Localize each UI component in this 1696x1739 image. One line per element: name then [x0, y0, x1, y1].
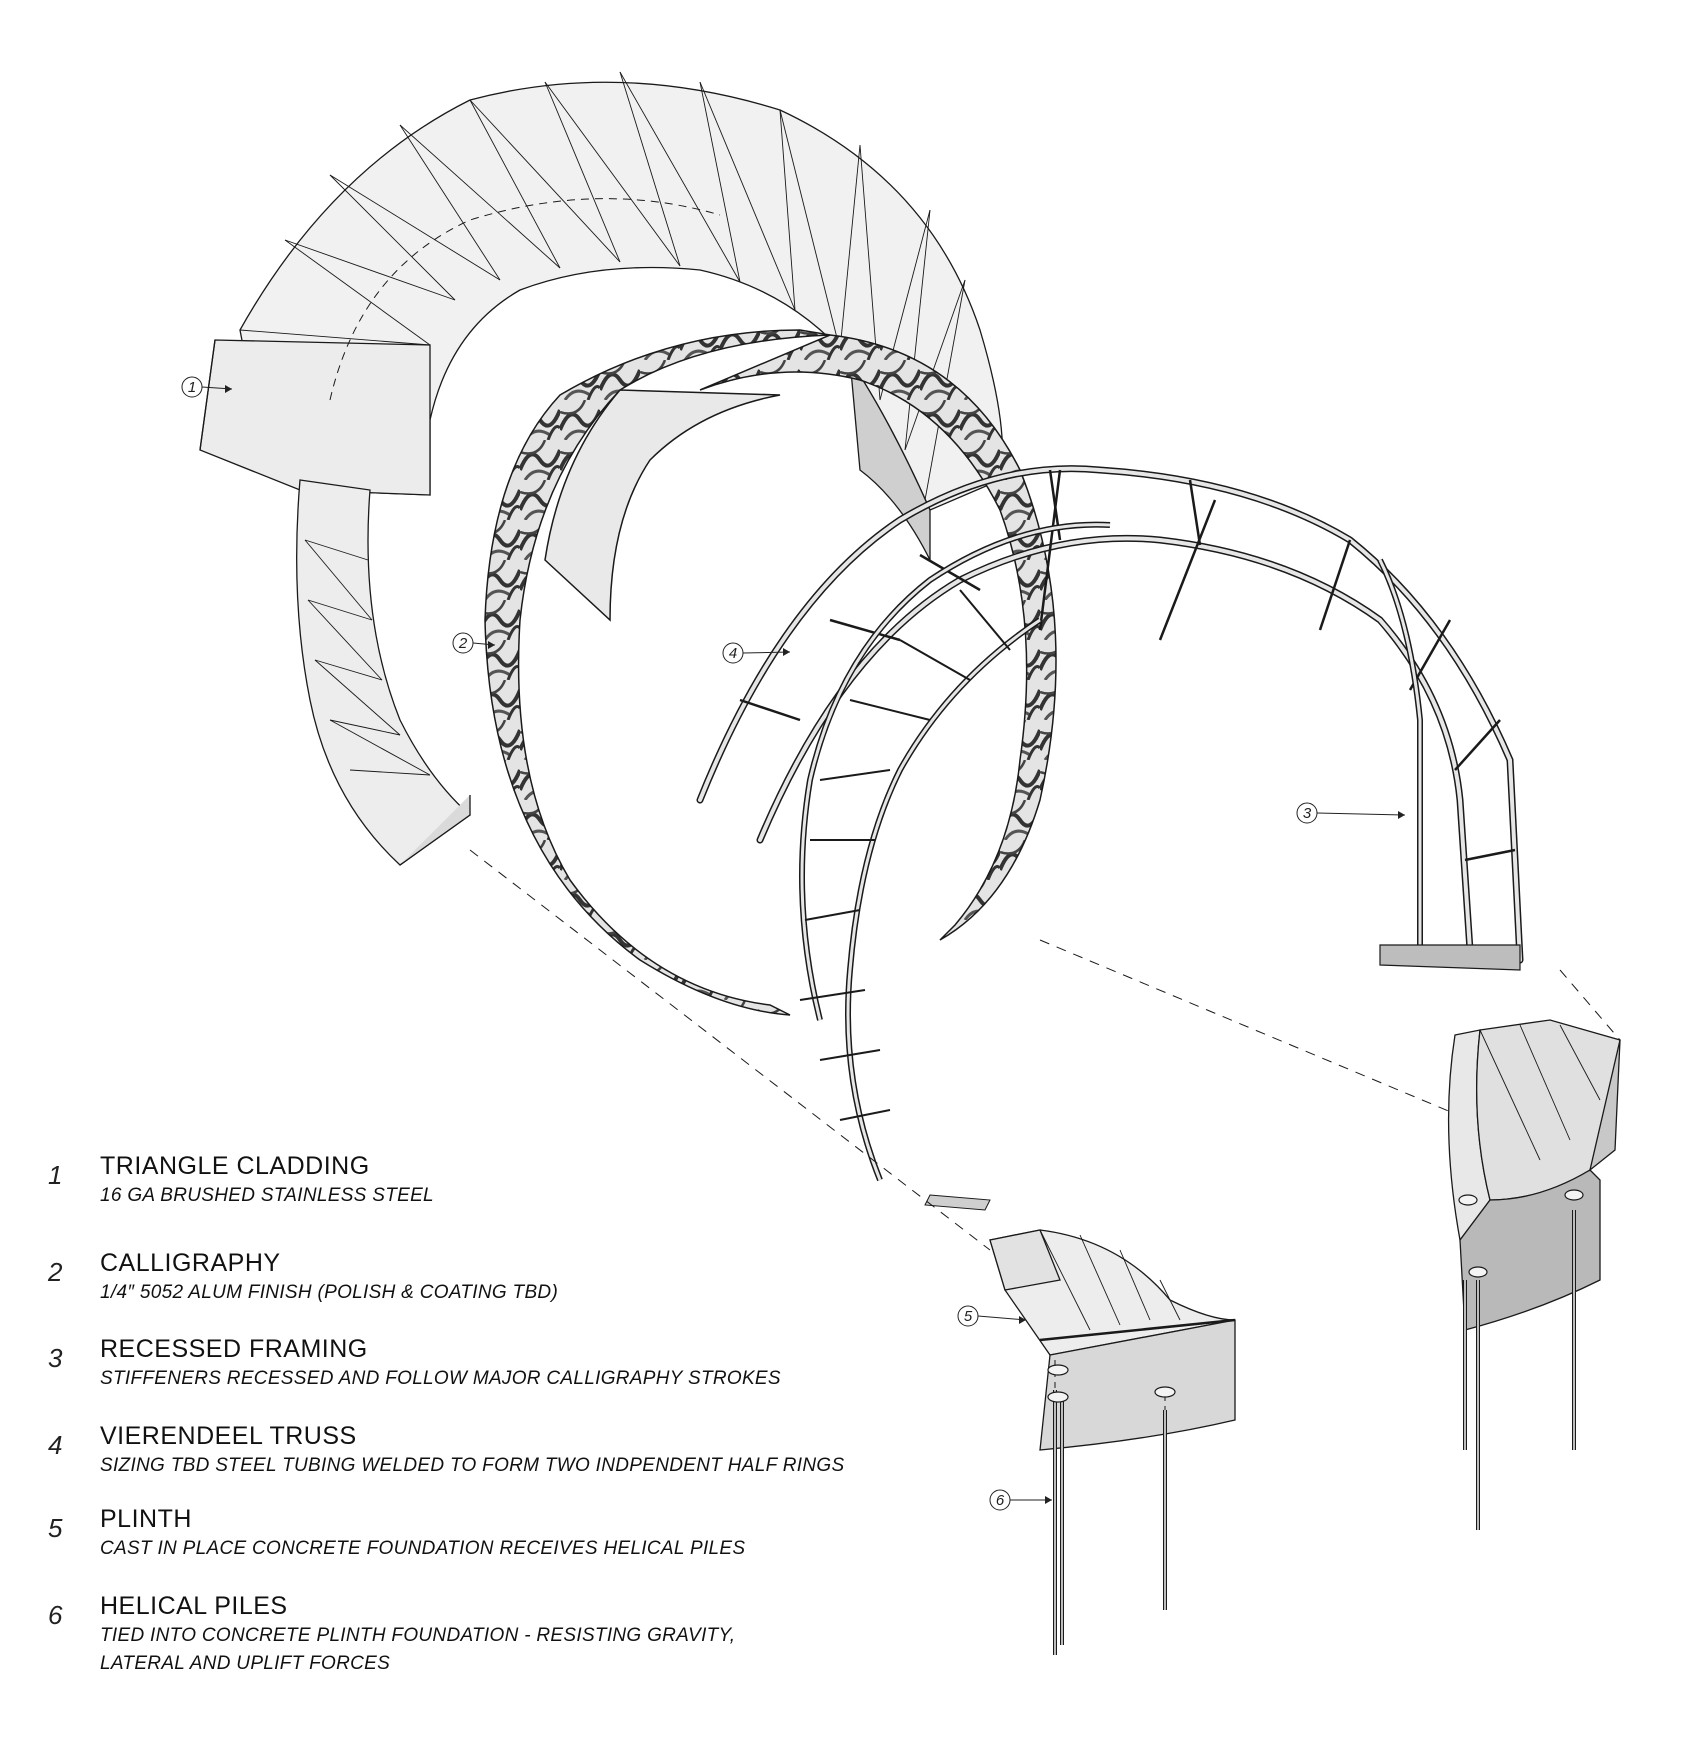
legend-title: TRIANGLE CLADDING — [100, 1152, 370, 1180]
svg-text:2: 2 — [458, 635, 468, 652]
legend-number: 3 — [48, 1343, 63, 1373]
vierendeel-truss-frame — [696, 465, 1524, 1211]
legend-number: 6 — [48, 1600, 63, 1630]
legend-number: 2 — [48, 1257, 63, 1287]
svg-text:1: 1 — [188, 379, 196, 396]
callout-5: 5 — [957, 1305, 1027, 1327]
svg-text:4: 4 — [729, 645, 737, 662]
alignment-lines — [469, 849, 1621, 1251]
callout-3: 3 — [1296, 802, 1406, 824]
legend-description: 16 GA BRUSHED STAINLESS STEEL — [100, 1185, 434, 1206]
callout-2: 2 — [452, 632, 496, 654]
legend-title: CALLIGRAPHY — [100, 1249, 281, 1277]
legend-description: SIZING TBD STEEL TUBING WELDED TO FORM T… — [100, 1455, 845, 1476]
legend-number: 4 — [48, 1430, 63, 1460]
callout-6: 6 — [989, 1489, 1052, 1511]
helical-piles — [1047, 1189, 1584, 1655]
svg-text:3: 3 — [1303, 805, 1312, 822]
legend-title: VIERENDEEL TRUSS — [100, 1422, 357, 1450]
svg-text:6: 6 — [996, 1492, 1005, 1509]
callout-1: 1 — [181, 376, 233, 398]
legend-title: PLINTH — [100, 1505, 192, 1533]
callout-4: 4 — [722, 642, 791, 664]
legend-number: 1 — [48, 1160, 63, 1190]
legend-description: TIED INTO CONCRETE PLINTH FOUNDATION - R… — [100, 1625, 736, 1646]
legend-number: 5 — [48, 1513, 63, 1543]
calligraphy-ring — [484, 329, 1057, 1016]
plinth-right — [1447, 1019, 1621, 1331]
legend-description: CAST IN PLACE CONCRETE FOUNDATION RECEIV… — [100, 1538, 746, 1559]
legend-title: RECESSED FRAMING — [100, 1335, 368, 1363]
svg-text:5: 5 — [964, 1308, 973, 1325]
legend-description: LATERAL AND UPLIFT FORCES — [100, 1653, 391, 1674]
triangle-cladding-ring — [199, 71, 1004, 866]
plinth-left — [989, 1229, 1236, 1455]
legend-title: HELICAL PILES — [100, 1592, 288, 1620]
legend-description: STIFFENERS RECESSED AND FOLLOW MAJOR CAL… — [100, 1368, 781, 1389]
legend-description: 1/4″ 5052 ALUM FINISH (POLISH & COATING … — [100, 1282, 559, 1303]
